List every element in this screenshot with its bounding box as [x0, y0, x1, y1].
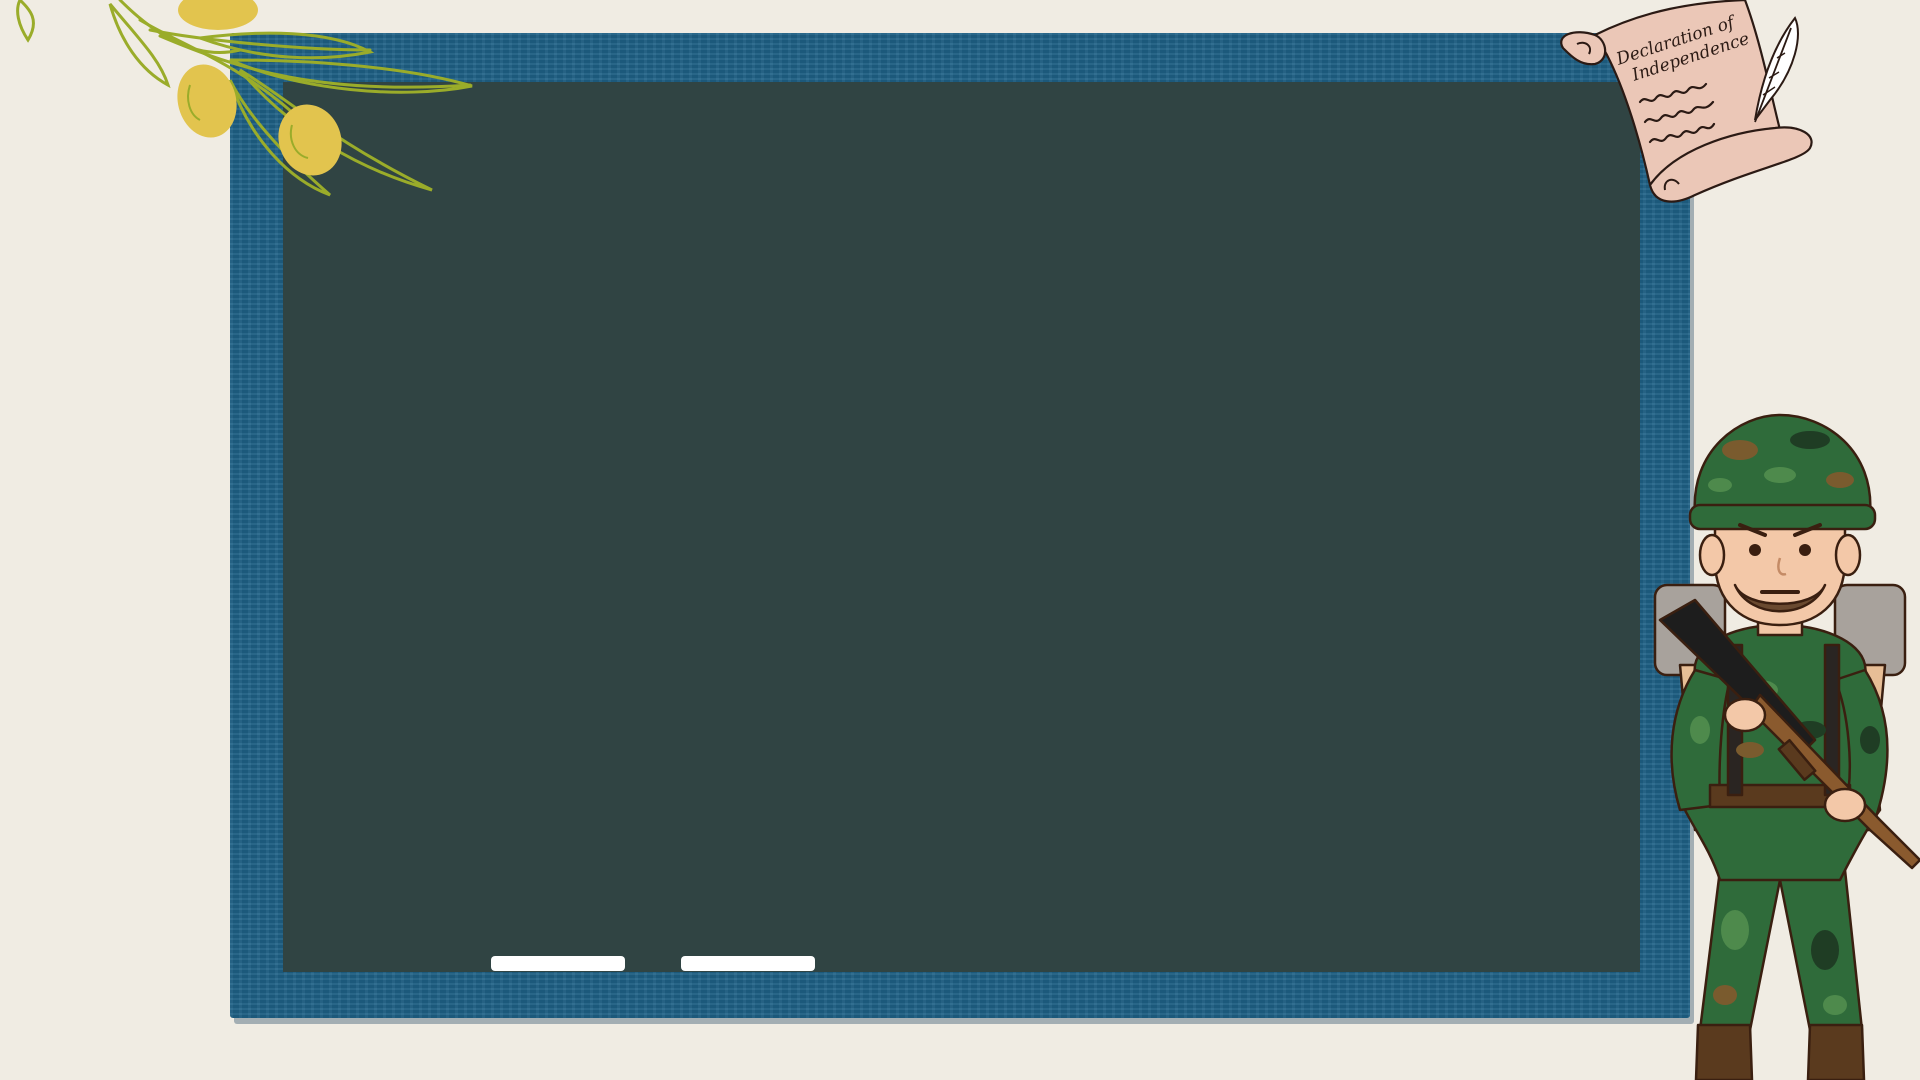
blackboard-surface [283, 82, 1640, 972]
quill-icon [1754, 16, 1799, 123]
soldier-illustration [1640, 410, 1920, 1080]
olive-branch-icon [0, 0, 480, 200]
scroll-icon: Declaration of Independence [1555, 0, 1830, 215]
chalk-stick-1 [491, 956, 625, 971]
chalk-stick-2 [681, 956, 815, 971]
